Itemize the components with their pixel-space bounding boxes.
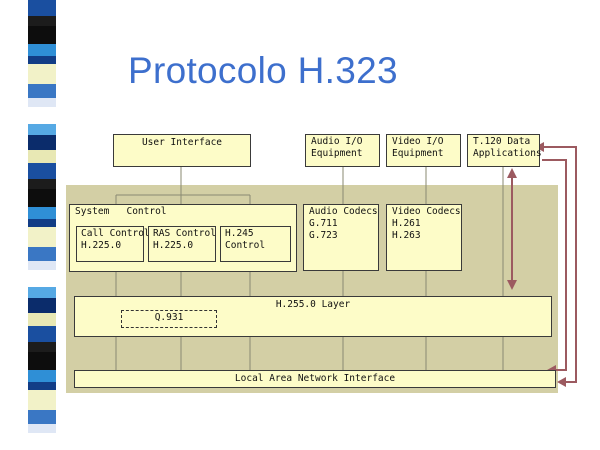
decorative-stripe	[28, 26, 56, 44]
decorative-stripe	[28, 124, 56, 135]
user-interface-label: User Interface	[141, 137, 223, 148]
decorative-stripe	[28, 56, 56, 64]
call-control-line1: Call Control	[81, 228, 150, 239]
video-codecs-box: Video Codecs H.261 H.263	[386, 204, 462, 271]
decorative-stripe	[28, 207, 56, 219]
h245-control-box: H.245 Control	[220, 226, 291, 262]
t120-box: T.120 Data Applications	[467, 134, 542, 167]
audio-codec-g723: G.723	[309, 230, 338, 241]
decorative-stripe	[28, 44, 56, 56]
decorative-stripe	[28, 352, 56, 370]
decorative-stripe	[28, 270, 56, 287]
decorative-stripe	[28, 433, 56, 450]
decorative-stripe	[28, 313, 56, 326]
ras-control-line2: H.225.0	[153, 240, 194, 251]
video-io-label-line2: Equipment	[392, 148, 444, 159]
decorative-stripe	[28, 98, 56, 107]
call-control-line2: H.225.0	[81, 240, 122, 251]
decorative-stripe	[28, 64, 56, 84]
call-control-box: Call Control H.225.0	[76, 226, 150, 262]
h245-control-line1: H.245	[225, 228, 254, 239]
decorative-stripe	[28, 150, 56, 163]
video-io-label-line1: Video I/O	[392, 136, 444, 147]
decorative-stripe	[28, 219, 56, 227]
decorative-stripe	[28, 370, 56, 382]
user-interface-box: User Interface	[113, 134, 251, 167]
video-io-box: Video I/O Equipment	[386, 134, 461, 167]
decorative-stripe	[28, 424, 56, 433]
ras-control-line1: RAS Control	[153, 228, 216, 239]
decorative-stripe	[28, 382, 56, 390]
decorative-stripe	[28, 189, 56, 207]
audio-io-label-line2: Equipment	[311, 148, 363, 159]
decorative-stripe	[28, 0, 56, 16]
audio-io-label-line1: Audio I/O	[311, 136, 363, 147]
decorative-stripe	[28, 410, 56, 424]
decorative-stripe	[28, 326, 56, 342]
video-codec-h261: H.261	[392, 218, 421, 229]
video-codec-h263: H.263	[392, 230, 421, 241]
t120-label-line1: T.120 Data	[473, 136, 531, 147]
decorative-stripe	[28, 342, 56, 352]
decorative-stripe	[28, 261, 56, 270]
slide-title: Protocolo H.323	[128, 50, 398, 91]
audio-codecs-box: Audio Codecs G.711 G.723	[303, 204, 379, 271]
audio-codecs-title: Audio Codecs	[309, 206, 378, 217]
decorative-stripe	[28, 16, 56, 26]
decorative-stripe	[28, 107, 56, 124]
audio-codec-g711: G.711	[309, 218, 338, 229]
decorative-stripe-bar	[0, 0, 64, 450]
decorative-stripe	[28, 247, 56, 261]
decorative-stripe	[28, 84, 56, 98]
ras-control-box: RAS Control H.225.0	[148, 226, 216, 262]
audio-io-box: Audio I/O Equipment	[305, 134, 380, 167]
h2250-layer-label: H.255.0 Layer	[275, 299, 351, 310]
decorative-stripe	[28, 298, 56, 313]
lan-interface-label: Local Area Network Interface	[234, 373, 396, 384]
h245-control-line2: Control	[225, 240, 266, 251]
t120-label-line2: Applications	[473, 148, 542, 159]
h2250-layer-box: H.255.0 Layer	[74, 296, 552, 337]
video-codecs-title: Video Codecs	[392, 206, 461, 217]
decorative-stripe	[28, 163, 56, 179]
decorative-stripe	[28, 179, 56, 189]
q931-label: Q.931	[154, 312, 184, 323]
decorative-stripe	[28, 390, 56, 410]
lan-interface-box: Local Area Network Interface	[74, 370, 556, 388]
decorative-stripe	[28, 287, 56, 298]
decorative-stripe	[28, 227, 56, 247]
system-control-label: System Control	[75, 206, 167, 217]
q931-box: Q.931	[121, 310, 217, 328]
decorative-stripe	[28, 135, 56, 150]
